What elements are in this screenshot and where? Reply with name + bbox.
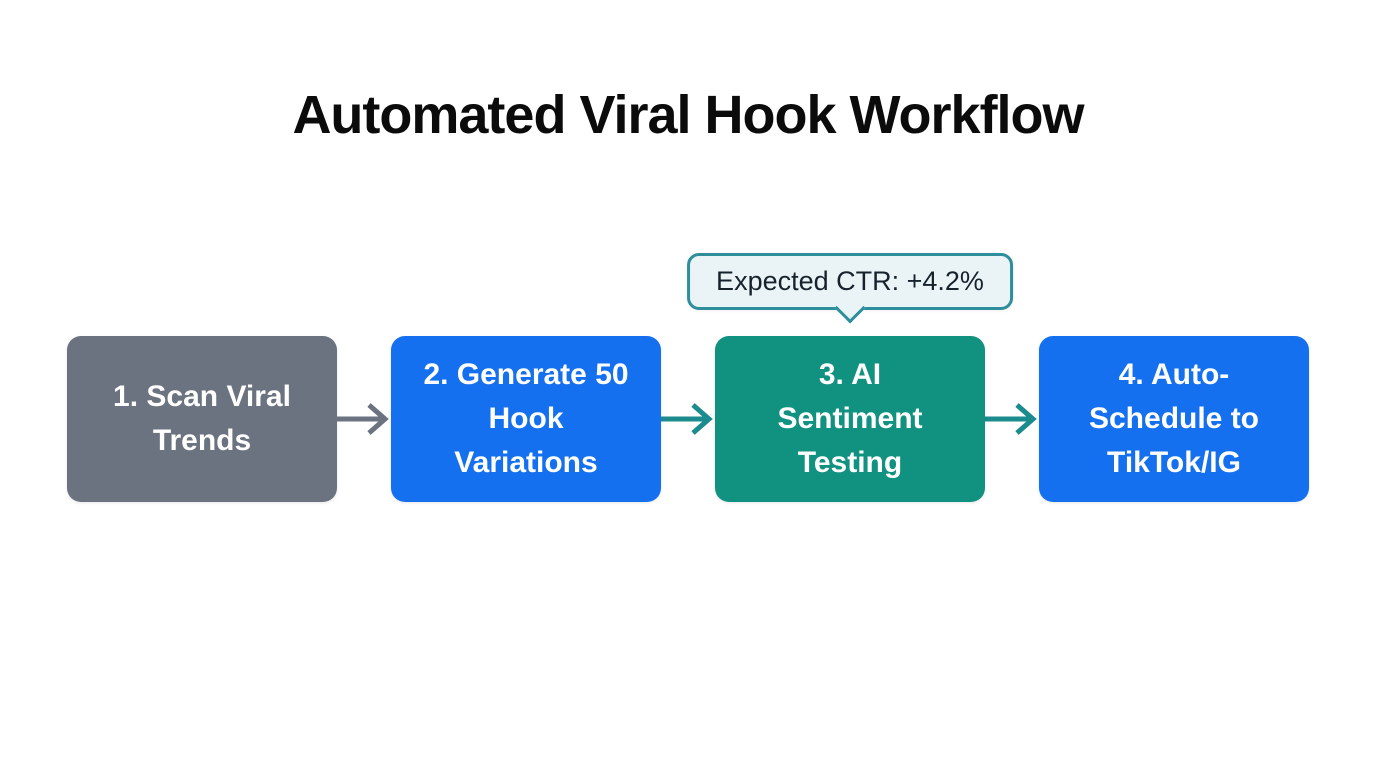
workflow-step-3-wrap: Expected CTR: +4.2% 3. AI Sentiment Test… [687, 253, 1013, 502]
workflow-step-1-label: 1. Scan Viral Trends [113, 380, 291, 457]
arrow-right-icon [337, 399, 391, 439]
workflow-diagram: 1. Scan Viral Trends 2. Generate 50 Hook… [0, 253, 1376, 502]
workflow-step-1: 1. Scan Viral Trends [67, 336, 337, 502]
workflow-step-4: 4. Auto-Schedule to TikTok/IG [1039, 336, 1309, 502]
callout-tail-icon [834, 292, 866, 324]
workflow-step-2-label: 2. Generate 50 Hook Variations [423, 358, 629, 479]
page-title: Automated Viral Hook Workflow [292, 85, 1084, 145]
workflow-step-3-label: 3. AI Sentiment Testing [777, 358, 923, 479]
workflow-step-3: 3. AI Sentiment Testing [715, 336, 985, 502]
arrow-right-icon [661, 399, 715, 439]
ctr-callout-text: Expected CTR: +4.2% [716, 266, 984, 296]
workflow-step-2: 2. Generate 50 Hook Variations [391, 336, 661, 502]
arrow-right-icon [985, 399, 1039, 439]
workflow-step-4-label: 4. Auto-Schedule to TikTok/IG [1088, 358, 1260, 479]
ctr-callout: Expected CTR: +4.2% [687, 253, 1013, 324]
